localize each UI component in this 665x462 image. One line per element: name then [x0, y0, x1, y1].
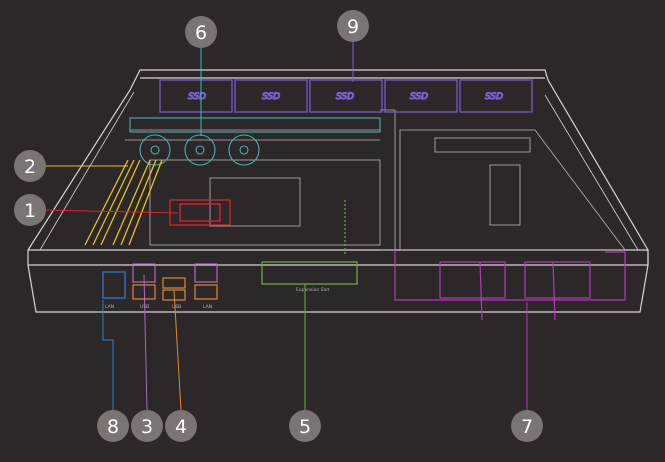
- psu-slot-window: [489, 164, 521, 226]
- memory-stick-4: [112, 159, 151, 246]
- chassis-right-rail: [544, 94, 639, 251]
- usb-port-orange-4: [194, 284, 218, 300]
- fans: [129, 117, 381, 166]
- motherboard-outline: [149, 159, 381, 246]
- callout-5: 5: [289, 410, 321, 442]
- callout-8-number: 8: [107, 416, 119, 438]
- callout-7: 7: [511, 410, 543, 442]
- callout-9-number: 9: [347, 16, 359, 38]
- psu-2-handle: [552, 261, 556, 321]
- callout-2-circle: [14, 150, 46, 182]
- callout-4: 4: [165, 410, 197, 442]
- usb-port-orange-2: [162, 277, 186, 289]
- callout-1: 1: [14, 194, 46, 226]
- psu-vent-panel: [434, 137, 531, 153]
- leader-8: [102, 300, 114, 410]
- callouts: 1 2 3 4 5 6 7 8: [14, 10, 543, 442]
- memory-stick-6: [128, 159, 163, 246]
- callout-1-number: 1: [24, 200, 36, 222]
- chassis-left-rail: [39, 91, 135, 251]
- leader-4: [173, 289, 182, 411]
- callout-2: 2: [14, 150, 46, 182]
- port-label-1: LAN: [105, 304, 114, 310]
- leader-lines: [41, 42, 528, 411]
- callout-3: 3: [131, 410, 163, 442]
- memory-stick-2: [92, 159, 135, 246]
- leader-3: [143, 274, 148, 411]
- fan-2: [184, 134, 216, 166]
- fan-3-hub: [239, 145, 249, 155]
- memory-stick-1: [84, 159, 129, 246]
- psu-outline: [394, 250, 626, 301]
- ssd-label-2: SSD: [262, 92, 280, 102]
- callout-7-number: 7: [521, 416, 533, 438]
- callout-6-circle: [185, 16, 217, 48]
- ssd-bay-4: [384, 79, 458, 113]
- ssd-bays: SSD SSD SSD SSD SSD: [159, 79, 533, 113]
- ssd-bay-5: [459, 79, 533, 113]
- callout-9-circle: [337, 10, 369, 42]
- fan-3: [228, 134, 260, 166]
- callout-4-circle: [165, 410, 197, 442]
- ssd-bay-2: [234, 79, 308, 113]
- front-ports: [102, 263, 218, 301]
- port-label-3: USB: [172, 304, 181, 310]
- chassis: [27, 69, 649, 313]
- callout-6-number: 6: [195, 22, 207, 44]
- expansion-slot: [261, 200, 358, 285]
- callout-5-number: 5: [299, 416, 311, 438]
- callout-6: 6: [185, 16, 217, 48]
- ssd-label-4: SSD: [410, 92, 428, 102]
- ssd-bay-1: [159, 79, 233, 113]
- psu-1-grille: [439, 261, 506, 299]
- fan-1-hub: [150, 145, 160, 155]
- callout-1-circle: [14, 194, 46, 226]
- usb-port-blue: [102, 271, 126, 299]
- callout-5-circle: [289, 410, 321, 442]
- fan-cage: [129, 117, 381, 133]
- memory-modules: [84, 159, 163, 246]
- callout-3-circle: [131, 410, 163, 442]
- callout-9: 9: [337, 10, 369, 42]
- ssd-label-5: SSD: [485, 92, 503, 102]
- callout-4-number: 4: [175, 416, 187, 438]
- callout-2-number: 2: [24, 156, 36, 178]
- port-label-4: LAN: [203, 304, 212, 310]
- ssd-label-1: SSD: [188, 92, 206, 102]
- internal-structure: [125, 109, 626, 251]
- memory-stick-5: [120, 159, 157, 246]
- psu-2-grille: [524, 261, 591, 299]
- memory-stick-3: [100, 159, 141, 246]
- cpu: [169, 199, 231, 226]
- callout-7-circle: [511, 410, 543, 442]
- fan-2-hub: [195, 145, 205, 155]
- cpu-chip: [179, 203, 221, 222]
- heatsink-base: [209, 177, 301, 227]
- psu-1-handle: [479, 261, 483, 321]
- divider-wall: [380, 109, 396, 251]
- ssd-label-3: SSD: [336, 92, 354, 102]
- callout-8-circle: [97, 410, 129, 442]
- expansion-slot-label: Expansion Slot: [296, 287, 329, 293]
- power-supplies: [394, 250, 626, 321]
- leader-1: [41, 209, 179, 214]
- fan-1: [139, 134, 171, 166]
- expansion-slot-opening: [261, 261, 358, 285]
- lan-port-purple-2: [194, 263, 218, 283]
- callout-8: 8: [97, 410, 129, 442]
- ssd-bay-3: [309, 79, 383, 113]
- callout-3-number: 3: [141, 416, 153, 438]
- psu-bay-outline: [399, 129, 626, 251]
